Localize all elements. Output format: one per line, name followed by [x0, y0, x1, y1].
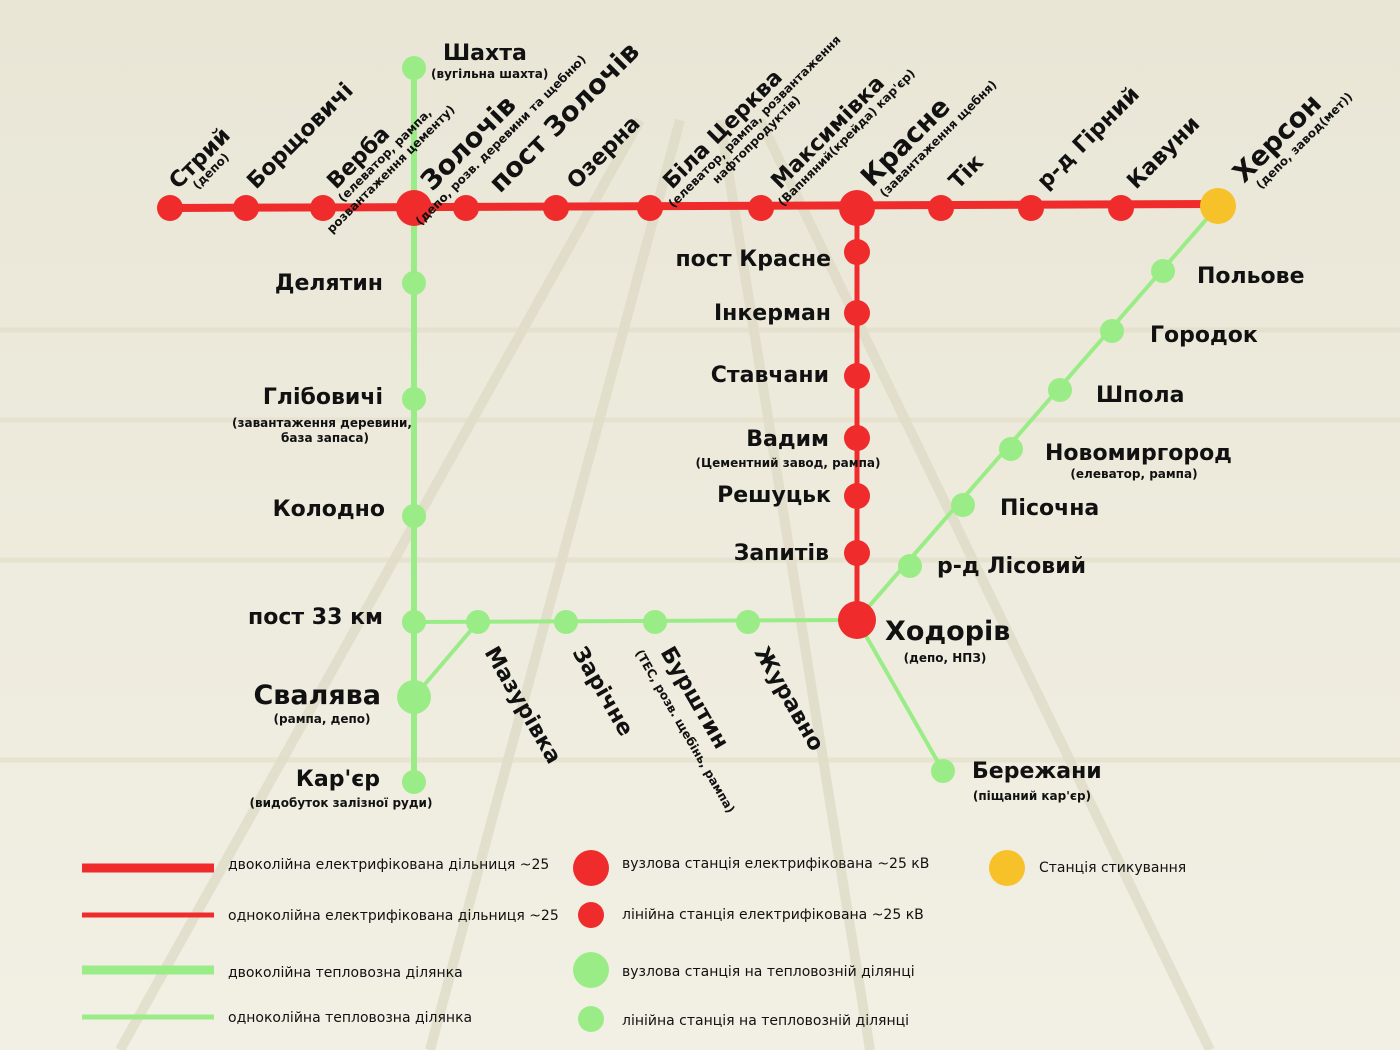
note-khodoriv: (депо, НПЗ) — [904, 651, 987, 665]
track-khodoriv-berezhany — [855, 619, 945, 772]
station-bortsovychi[interactable] — [233, 195, 259, 221]
legend-line-diesel: лінійна станція на тепловозній ділянці — [622, 1013, 909, 1029]
station-reshutsk[interactable] — [844, 483, 870, 509]
note-svalyava: (рампа, депо) — [274, 712, 371, 726]
legend-double-diesel: двоколійна тепловозна ділянка — [228, 965, 463, 981]
legend-node-electric: вузлова станція електрифікована ~25 кВ — [622, 856, 929, 872]
label-khodoriv: Ходорів — [885, 616, 1010, 647]
note2-hlibovychi: база запаса) — [281, 431, 369, 445]
label-berezhany: Бережани — [972, 759, 1102, 784]
label-kolodno: Колодно — [273, 497, 385, 522]
station-rd-lisovyi[interactable] — [898, 554, 922, 578]
station-bila-tserkva[interactable] — [637, 195, 663, 221]
label-post33: пост 33 км — [248, 605, 383, 630]
legend-node-diesel-icon — [573, 952, 609, 988]
station-karier[interactable] — [402, 770, 426, 794]
station-svalyava[interactable] — [397, 680, 431, 714]
station-shakhta[interactable] — [402, 56, 426, 80]
station-verba[interactable] — [310, 195, 336, 221]
station-hlibovychi[interactable] — [402, 387, 426, 411]
label-zapytiv: Запитів — [734, 541, 829, 566]
legend-single-diesel: одноколійна тепловозна ділянка — [228, 1010, 472, 1026]
station-kherson[interactable] — [1200, 188, 1236, 224]
label-post-krasne: пост Красне — [675, 247, 831, 272]
label-novomyrhorod: Новомиргород — [1045, 441, 1232, 466]
label-zarichne: Зарічне — [567, 643, 638, 741]
station-post-krasne[interactable] — [844, 239, 870, 265]
station-berezhany[interactable] — [931, 759, 955, 783]
station-shpola[interactable] — [1048, 378, 1072, 402]
label-reshutsk: Решуцьк — [717, 483, 831, 508]
note-shakhta: (вугільна шахта) — [431, 67, 548, 81]
legend-double-electric: двоколійна електрифікована дільниця ~25 — [228, 857, 549, 873]
station-kavuny[interactable] — [1108, 195, 1134, 221]
station-stavchany[interactable] — [844, 363, 870, 389]
station-delyatyn[interactable] — [402, 271, 426, 295]
label-mazurivka: Мазурівка — [479, 643, 566, 769]
label-delyatyn: Делятин — [275, 271, 383, 296]
note-bila-tserkva: (елеватор, рампа, розвантаження — [666, 33, 844, 211]
legend-line-diesel-icon — [578, 1006, 604, 1032]
legend-node-electric-icon — [573, 850, 609, 886]
station-vadym[interactable] — [844, 425, 870, 451]
label-shpola: Шпола — [1096, 383, 1184, 408]
station-tik[interactable] — [928, 195, 954, 221]
note-berezhany: (піщаний кар'єр) — [973, 789, 1091, 803]
station-kolodno[interactable] — [402, 504, 426, 528]
station-burshtyn[interactable] — [643, 610, 667, 634]
station-zhuravno[interactable] — [736, 610, 760, 634]
station-krasne[interactable] — [839, 190, 875, 226]
station-ozerna[interactable] — [543, 195, 569, 221]
station-post-zolochiv[interactable] — [453, 195, 479, 221]
label-hlibovychi: Глібовичі — [263, 385, 383, 410]
station-inkerman[interactable] — [844, 300, 870, 326]
station-zapytiv[interactable] — [844, 540, 870, 566]
station-pisochna[interactable] — [951, 493, 975, 517]
station-zarichne[interactable] — [554, 610, 578, 634]
label-stavchany: Ставчани — [711, 363, 829, 388]
legend-line-electric: лінійна станція електрифікована ~25 кВ — [622, 907, 924, 923]
label-karier: Кар'єр — [296, 767, 380, 792]
station-novomyrhorod[interactable] — [999, 437, 1023, 461]
legend-junction-icon — [989, 850, 1025, 886]
legend: двоколійна електрифікована дільниця ~25 … — [82, 850, 1186, 1032]
legend-single-electric: одноколійна електрифікована дільниця ~25 — [228, 908, 559, 924]
label-rd-lisovyi: р-д Лісовий — [937, 554, 1086, 579]
label-svalyava: Свалява — [253, 680, 381, 711]
note-karier: (видобуток залізної руди) — [250, 796, 433, 810]
label-polove: Польове — [1197, 264, 1305, 289]
label-shakhta: Шахта — [443, 41, 527, 66]
station-post33[interactable] — [402, 610, 426, 634]
station-rd-hirnyi[interactable] — [1018, 195, 1044, 221]
legend-node-diesel: вузлова станція на тепловозній ділянці — [622, 964, 915, 980]
note-vadym: (Цементний завод, рампа) — [696, 456, 881, 470]
label-pisochna: Пісочна — [1000, 496, 1099, 521]
station-horodok[interactable] — [1100, 319, 1124, 343]
legend-line-electric-icon — [578, 902, 604, 928]
legend-junction: Станція стикування — [1039, 860, 1186, 876]
label-tik: Тік — [945, 150, 989, 194]
station-khodoriv[interactable] — [838, 601, 876, 639]
label-zhuravno: Журавно — [749, 643, 829, 756]
note-novomyrhorod: (елеватор, рампа) — [1070, 467, 1197, 481]
station-stryi[interactable] — [157, 195, 183, 221]
station-zolochiv[interactable] — [396, 190, 432, 226]
label-kavuny: Кавуни — [1123, 112, 1206, 195]
station-maksymivka[interactable] — [748, 195, 774, 221]
label-horodok: Городок — [1150, 323, 1258, 348]
label-inkerman: Інкерман — [714, 301, 831, 326]
station-polove[interactable] — [1151, 259, 1175, 283]
label-vadym: Вадим — [746, 427, 829, 452]
note-hlibovychi: (завантаження деревини, — [232, 416, 412, 430]
station-mazurivka[interactable] — [466, 610, 490, 634]
